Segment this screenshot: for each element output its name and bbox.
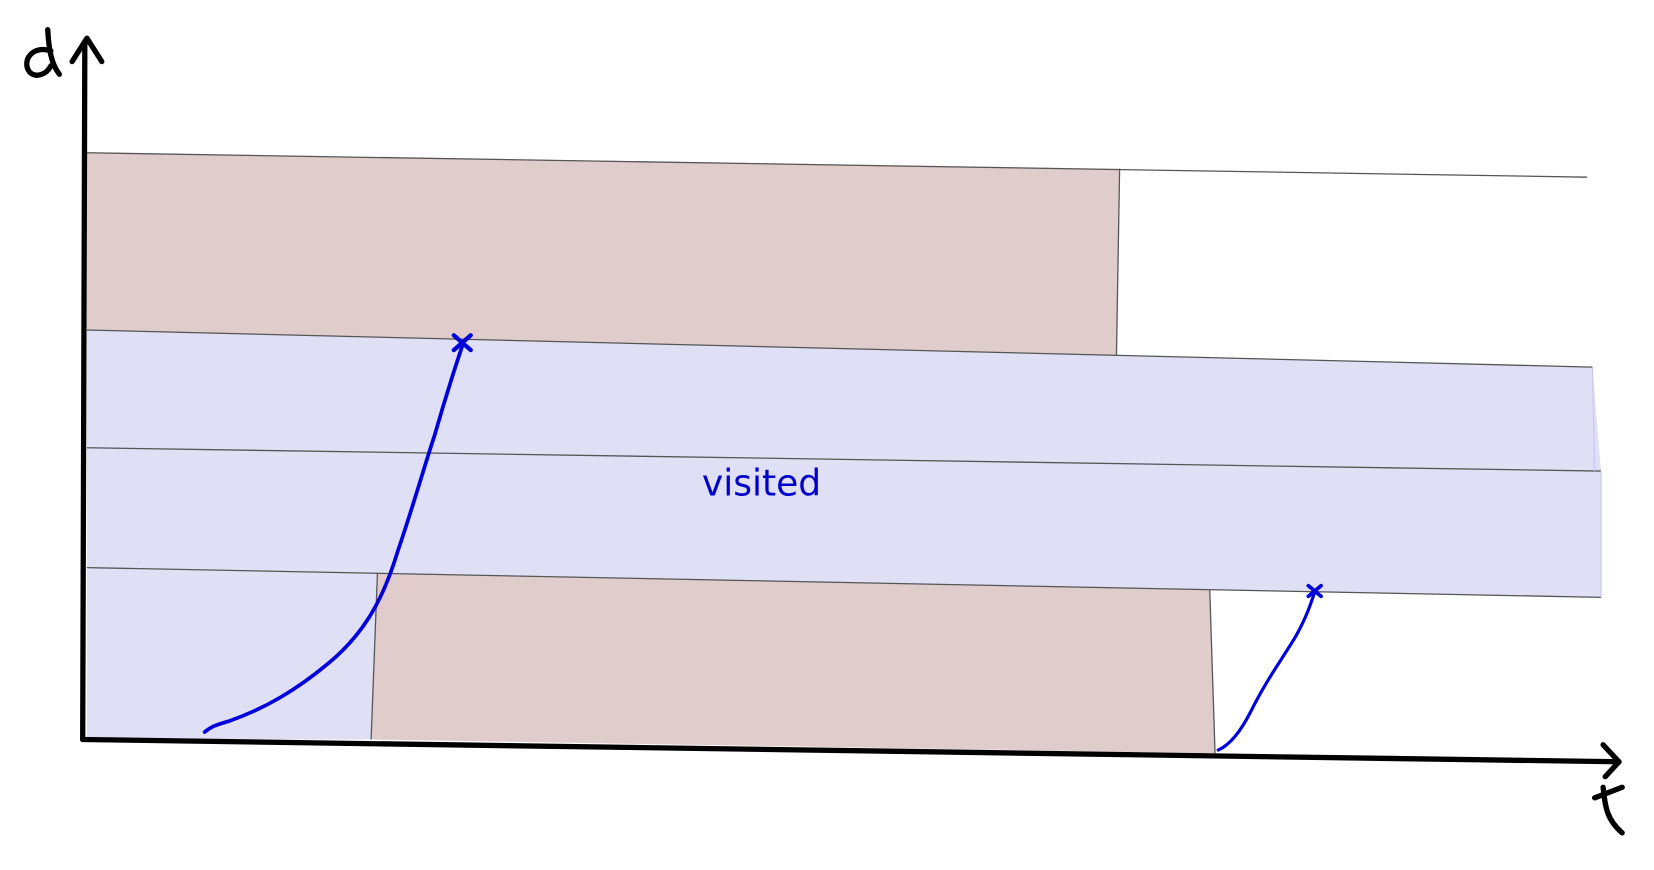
visited-region-label: visited [702,462,821,504]
band-line-4 [86,566,1601,598]
y-axis [80,39,88,743]
lower-visited-band [86,447,1601,598]
y-axis-label-d [24,27,63,78]
bottom-blocked-left-edge [370,572,379,740]
band-line-2 [86,329,1593,368]
band-line-top [86,152,1588,178]
trajectory-1-curve [202,344,465,734]
upper-visited-band [86,329,1601,472]
top-band-blocked-region [86,152,1120,356]
band-right-edge-upper [1591,367,1596,472]
band-line-3 [86,447,1601,472]
trajectory-2-end-marker-x-icon [1306,583,1323,599]
bottom-blocked-right-edge [1209,589,1216,754]
bottom-band-blocked-region [371,572,1216,754]
y-axis-arrowhead [69,35,105,65]
band-boundaries [86,152,1602,754]
x-axis [80,736,1622,765]
trajectory-2-curve [1216,590,1317,752]
x-axis-label-t [1591,784,1625,836]
trajectory-1-end-marker-x-icon [451,333,473,353]
top-blocked-right-edge [1115,168,1121,356]
bottom-band-visited-region [86,567,378,740]
x-axis-arrowhead [1600,742,1622,780]
axes [69,35,1622,780]
